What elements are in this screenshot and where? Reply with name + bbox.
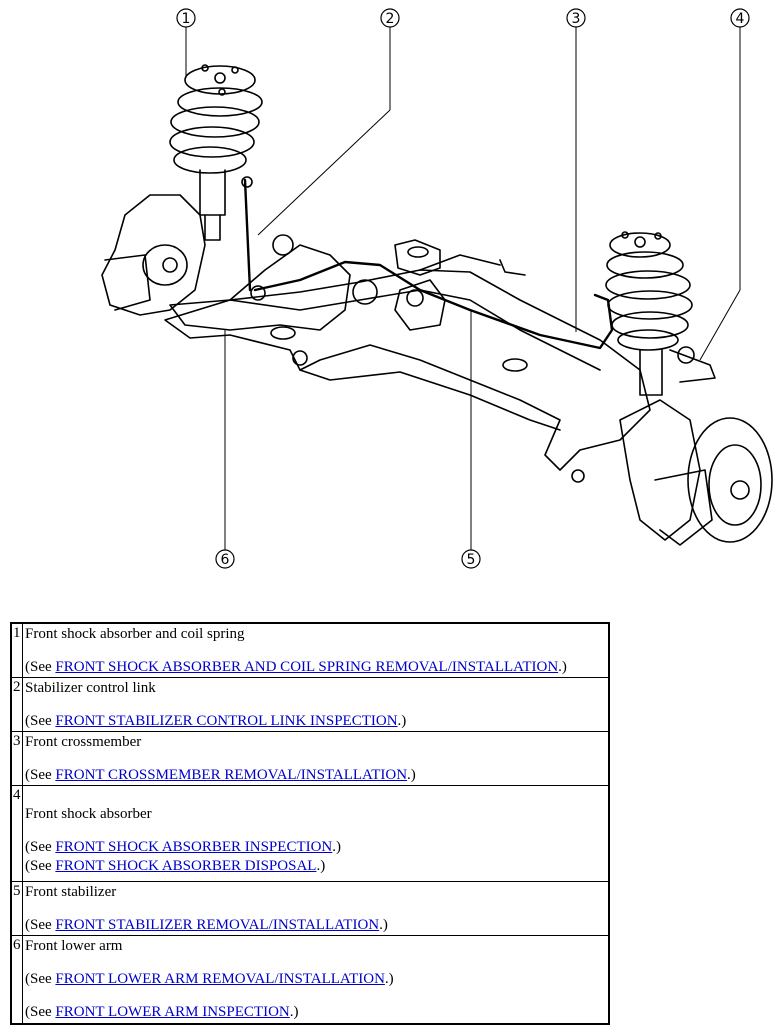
part-name: Front shock absorber (25, 806, 152, 822)
ref-link-lower-arm-removal[interactable]: FRONT LOWER ARM REMOVAL/INSTALLATION (55, 971, 385, 987)
stabilizer-bar (253, 260, 614, 350)
callout-4: 4 (730, 8, 750, 28)
part-number: 6 (10, 935, 23, 1024)
table-row: 4 Front shock absorber (See FRONT SHOCK … (10, 785, 610, 882)
callout-4-label: 4 (736, 11, 745, 27)
ref-line: (See FRONT CROSSMEMBER REMOVAL/INSTALLAT… (25, 767, 416, 783)
part-number: 5 (10, 881, 23, 936)
ref-line: (See FRONT SHOCK ABSORBER AND COIL SPRIN… (25, 659, 567, 675)
callout-3: 3 (566, 8, 586, 28)
part-description: Stabilizer control link (See FRONT STABI… (22, 677, 610, 732)
lower-arm-left (169, 244, 351, 331)
callout-5-label: 5 (467, 552, 476, 568)
brake-left (101, 194, 206, 316)
parts-table: 1 Front shock absorber and coil spring (… (10, 622, 610, 1025)
table-row: 6 Front lower arm (See FRONT LOWER ARM R… (10, 935, 610, 1024)
table-row: 1 Front shock absorber and coil spring (… (10, 622, 610, 678)
part-name: Front stabilizer (25, 884, 117, 900)
callout-6: 6 (215, 549, 235, 569)
table-row: 3 Front crossmember (See FRONT CROSSMEMB… (10, 731, 610, 786)
part-number: 2 (10, 677, 23, 732)
callout-3-label: 3 (572, 11, 581, 27)
callout-2-label: 2 (386, 11, 395, 27)
ref-link-shock-disposal[interactable]: FRONT SHOCK ABSORBER DISPOSAL (55, 858, 317, 874)
ref-link-shock-coil-removal[interactable]: FRONT SHOCK ABSORBER AND COIL SPRING REM… (55, 659, 559, 675)
part-description: Front crossmember (See FRONT CROSSMEMBER… (22, 731, 610, 786)
ref-line: (See FRONT SHOCK ABSORBER INSPECTION.) (25, 839, 342, 855)
part-name: Stabilizer control link (25, 680, 156, 696)
table-row: 2 Stabilizer control link (See FRONT STA… (10, 677, 610, 732)
ref-line: (See FRONT SHOCK ABSORBER DISPOSAL.) (25, 858, 326, 874)
ref-line: (See FRONT LOWER ARM REMOVAL/INSTALLATIO… (25, 971, 394, 987)
callout-5: 5 (461, 549, 481, 569)
part-description: Front shock absorber (See FRONT SHOCK AB… (22, 785, 610, 882)
ref-link-shock-inspection[interactable]: FRONT SHOCK ABSORBER INSPECTION (55, 839, 333, 855)
shock-right (605, 231, 716, 396)
ref-link-control-link-inspection[interactable]: FRONT STABILIZER CONTROL LINK INSPECTION (55, 713, 398, 729)
callout-2: 2 (380, 8, 400, 28)
part-description: Front lower arm (See FRONT LOWER ARM REM… (22, 935, 610, 1024)
table-row: 5 Front stabilizer (See FRONT STABILIZER… (10, 881, 610, 936)
ref-link-crossmember-removal[interactable]: FRONT CROSSMEMBER REMOVAL/INSTALLATION (55, 767, 408, 783)
part-number: 3 (10, 731, 23, 786)
part-name: Front shock absorber and coil spring (25, 626, 245, 642)
callout-6-label: 6 (221, 552, 230, 568)
shock-left (169, 64, 263, 241)
callout-1: 1 (176, 8, 196, 28)
ref-line: (See FRONT STABILIZER CONTROL LINK INSPE… (25, 713, 407, 729)
part-name: Front lower arm (25, 938, 123, 954)
part-name: Front crossmember (25, 734, 142, 750)
ref-link-lower-arm-inspection[interactable]: FRONT LOWER ARM INSPECTION (55, 1004, 290, 1020)
part-description: Front stabilizer (See FRONT STABILIZER R… (22, 881, 610, 936)
part-number: 4 (10, 785, 23, 882)
control-link (243, 178, 252, 292)
ref-line: (See FRONT LOWER ARM INSPECTION.) (25, 1004, 299, 1020)
brake-right (571, 399, 773, 546)
part-number: 1 (10, 622, 23, 678)
suspension-diagram: 1 2 3 4 5 6 (101, 8, 773, 569)
ref-line: (See FRONT STABILIZER REMOVAL/INSTALLATI… (25, 917, 388, 933)
ref-link-stabilizer-removal[interactable]: FRONT STABILIZER REMOVAL/INSTALLATION (55, 917, 380, 933)
part-description: Front shock absorber and coil spring (Se… (22, 622, 610, 678)
callout-1-label: 1 (182, 11, 191, 27)
